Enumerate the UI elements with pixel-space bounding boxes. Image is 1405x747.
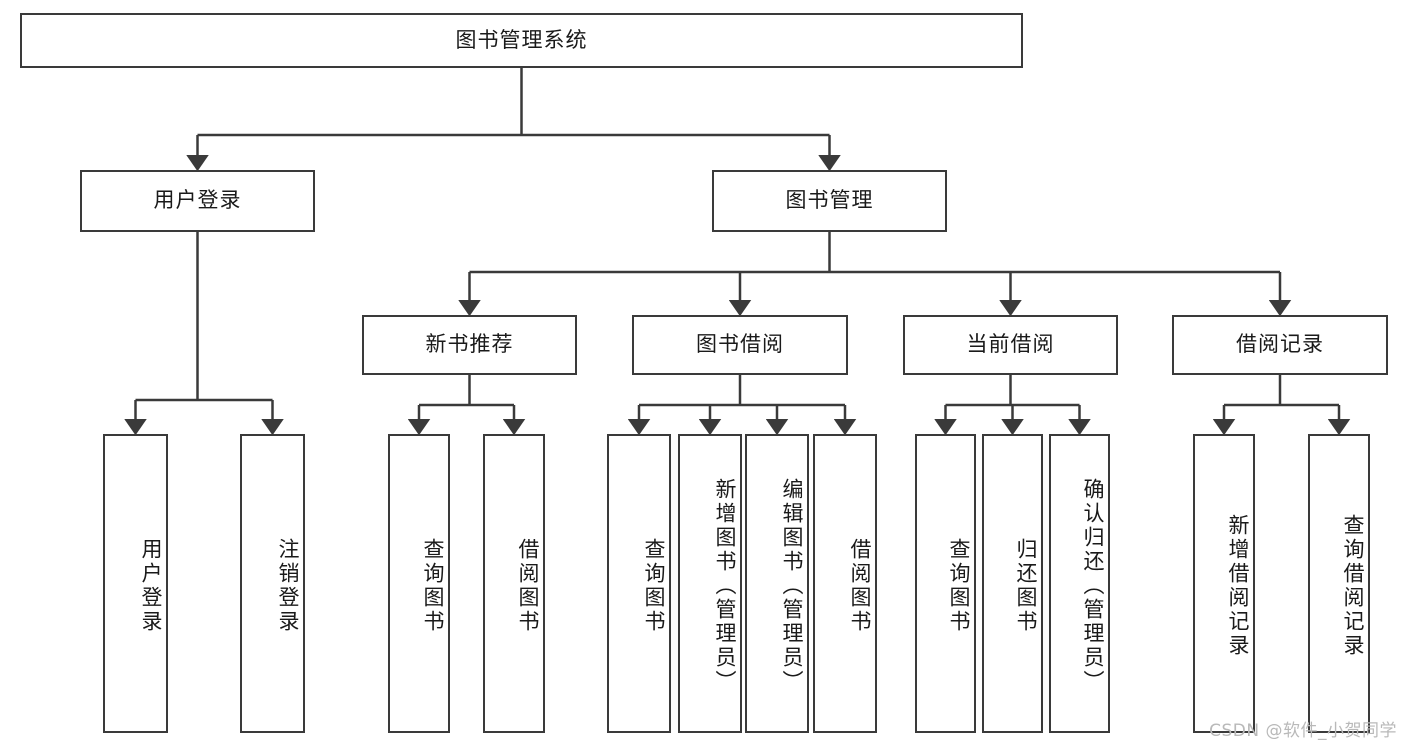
node-leaf-return-book-label: 归还图书 [1014,537,1038,634]
node-leaf-user-logout[interactable]: 注销登录 [240,434,305,733]
node-leaf-add-book-label: 新增图书（管理员） [713,477,737,694]
node-leaf-confirm-return-label: 确认归还（管理员） [1081,477,1105,694]
node-root[interactable]: 图书管理系统 [20,13,1023,68]
node-current-borrow[interactable]: 当前借阅 [903,315,1118,375]
node-leaf-borrow-book-1-label: 借阅图书 [516,537,540,634]
node-leaf-add-record-label: 新增借阅记录 [1226,513,1250,658]
node-leaf-user-logout-label: 注销登录 [276,537,300,634]
node-leaf-borrow-book-2[interactable]: 借阅图书 [813,434,877,733]
node-user-login-label: 用户登录 [153,188,242,213]
node-user-login[interactable]: 用户登录 [80,170,315,232]
csdn-watermark: CSDN @软件_小贺同学 [1209,721,1397,741]
node-leaf-borrow-book-1[interactable]: 借阅图书 [483,434,545,733]
node-book-borrow-label: 图书借阅 [696,332,784,357]
node-leaf-add-book[interactable]: 新增图书（管理员） [678,434,742,733]
node-leaf-query-record[interactable]: 查询借阅记录 [1308,434,1370,733]
node-leaf-query-book-1-label: 查询图书 [421,537,445,634]
node-leaf-query-book-3[interactable]: 查询图书 [915,434,976,733]
node-leaf-user-login-label: 用户登录 [139,537,163,634]
node-leaf-query-book-3-label: 查询图书 [947,537,971,634]
node-borrow-record-label: 借阅记录 [1236,332,1324,357]
node-leaf-borrow-book-2-label: 借阅图书 [848,537,872,634]
node-book-manage[interactable]: 图书管理 [712,170,947,232]
node-leaf-query-book-2[interactable]: 查询图书 [607,434,671,733]
node-root-label: 图书管理系统 [455,27,588,52]
node-current-borrow-label: 当前借阅 [966,332,1055,357]
node-leaf-return-book[interactable]: 归还图书 [982,434,1043,733]
node-new-book-recommend-label: 新书推荐 [425,332,514,357]
node-leaf-add-record[interactable]: 新增借阅记录 [1193,434,1255,733]
node-leaf-query-record-label: 查询借阅记录 [1341,513,1365,658]
node-leaf-user-login[interactable]: 用户登录 [103,434,168,733]
node-leaf-query-book-1[interactable]: 查询图书 [388,434,450,733]
node-leaf-query-book-2-label: 查询图书 [642,537,666,634]
node-new-book-recommend[interactable]: 新书推荐 [362,315,577,375]
node-leaf-edit-book-label: 编辑图书（管理员） [780,477,804,694]
node-leaf-confirm-return[interactable]: 确认归还（管理员） [1049,434,1110,733]
node-book-manage-label: 图书管理 [785,188,874,213]
node-borrow-record[interactable]: 借阅记录 [1172,315,1388,375]
node-book-borrow[interactable]: 图书借阅 [632,315,848,375]
node-leaf-edit-book[interactable]: 编辑图书（管理员） [745,434,809,733]
